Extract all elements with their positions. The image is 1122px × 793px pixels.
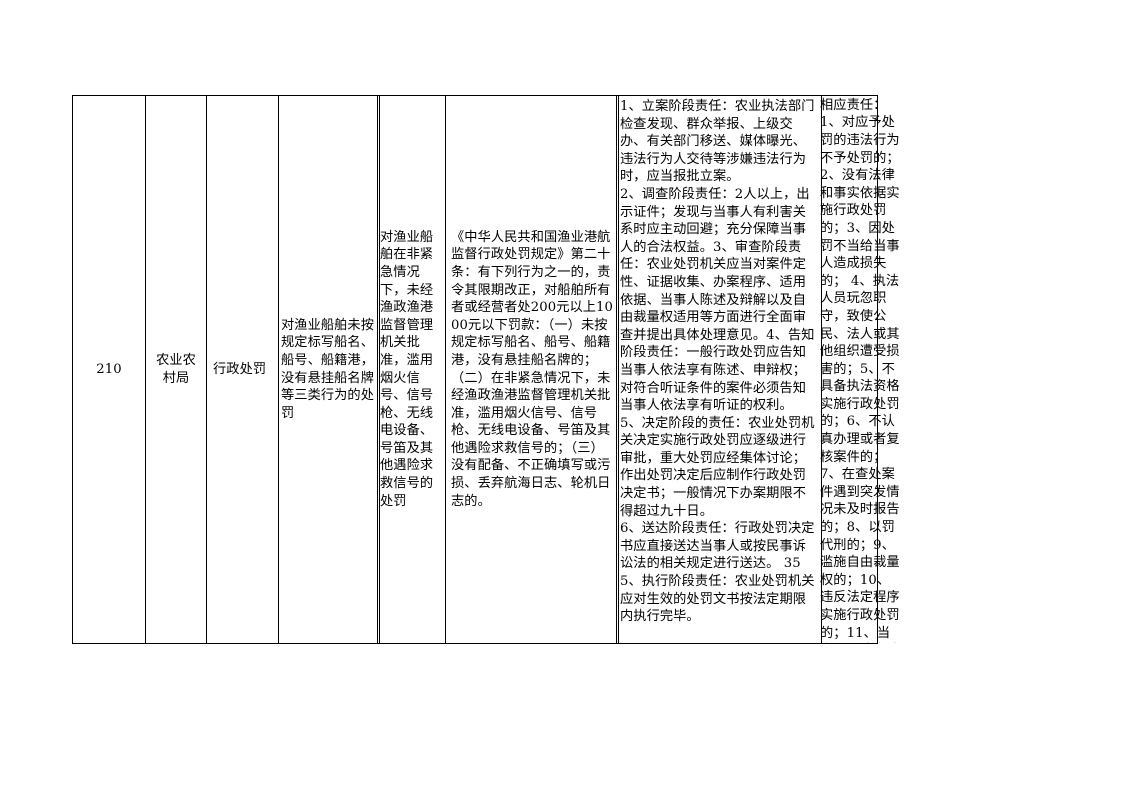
column-divider [616,95,617,644]
column-divider [877,95,878,644]
sub-item-cell: 对渔业船舶在非紧急情况下，未经渔政渔港监督管理机关批准，滥用烟火信号、信号枪、无… [380,96,444,643]
column-divider [618,95,619,644]
legal-basis: 《中华人民共和国渔业港航监督行政处罚规定》第二十条：有下列行为之一的，责令其限期… [451,229,614,509]
accountability: 因违法实施行政处罚，有下列情形之一的，行政处罚机关及其执法人员应当承担相应责任：… [820,97,900,641]
accountability-cell: 因违法实施行政处罚，有下列情形之一的，行政处罚机关及其执法人员应当承担相应责任：… [820,96,900,643]
legal-basis-cell: 《中华人民共和国渔业港航监督行政处罚规定》第二十条：有下列行为之一的，责令其限期… [451,96,617,643]
responsibilities: 1、立案阶段责任：农业执法部门检查发现、群众举报、上级交办、有关部门移送、媒体曝… [620,99,815,625]
table-top-border [616,95,878,96]
column-divider [821,95,822,644]
item-name: 对渔业船舶未按规定标写船名、船号、船籍港，没有悬挂船名牌等三类行为的处罚 [281,317,375,421]
table-top-border [72,95,699,96]
item-name-cell: 对渔业船舶未按规定标写船名、船号、船籍港，没有悬挂船名牌等三类行为的处罚 [281,96,376,643]
column-divider [378,95,380,644]
row-number-cell: 210 [74,96,144,643]
row-number: 210 [96,361,122,377]
department-cell: 农业农村局 [150,96,202,643]
column-divider [72,95,73,644]
power-type-cell: 行政处罚 [213,96,275,643]
column-divider [145,95,146,644]
power-type: 行政处罚 [213,361,267,377]
column-divider [206,95,207,644]
column-divider [278,95,279,644]
column-divider [445,95,446,644]
department: 农业农村局 [156,352,196,386]
column-divider [377,95,378,644]
table-bottom-border [72,643,878,644]
responsibilities-cell: 1、立案阶段责任：农业执法部门检查发现、群众举报、上级交办、有关部门移送、媒体曝… [620,97,819,643]
sub-item: 对渔业船舶在非紧急情况下，未经渔政渔港监督管理机关批准，滥用烟火信号、信号枪、无… [380,229,434,509]
